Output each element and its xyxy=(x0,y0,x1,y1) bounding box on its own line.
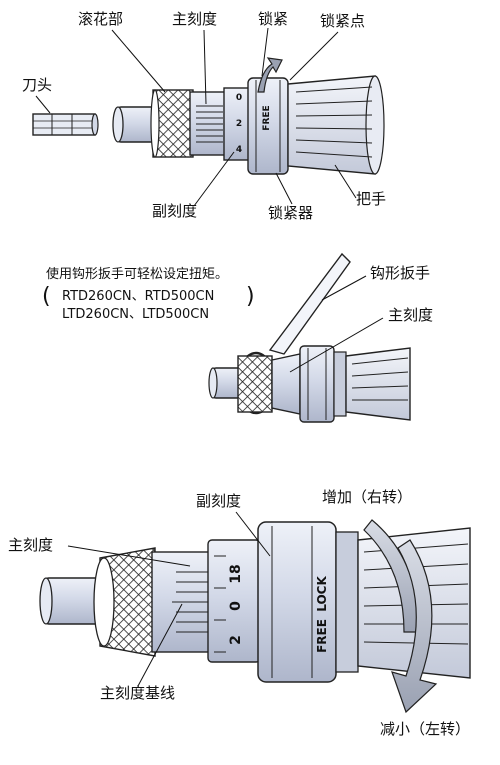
middle-figure xyxy=(208,252,411,423)
label-sub-scale-bottom: 副刻度 xyxy=(196,492,242,510)
label-sub-scale-top: 副刻度 xyxy=(152,202,198,220)
handle-grooves-top xyxy=(295,86,373,158)
handle-grooves-mid xyxy=(351,357,409,401)
label-handle: 把手 xyxy=(356,190,387,208)
increase-arrow xyxy=(363,519,419,633)
lock-arrow xyxy=(257,57,283,93)
label-bit-head: 刀头 xyxy=(22,76,53,94)
label-main-scale-mid: 主刻度 xyxy=(388,306,434,324)
sub-scale-top-num-0: 0 xyxy=(236,93,242,103)
note-line-1: 使用钩形扳手可轻松设定扭矩。 xyxy=(46,267,229,282)
label-main-scale-bottom: 主刻度 xyxy=(8,536,54,554)
label-knurl: 滚花部 xyxy=(78,10,124,28)
note-line-3: LTD260CN、LTD500CN xyxy=(62,307,210,322)
label-hook-wrench: 钩形扳手 xyxy=(370,264,431,282)
label-decrease: 减小（左转） xyxy=(380,720,471,738)
sub-scale-num-2: 2 xyxy=(228,635,244,645)
hook-wrench-drawing xyxy=(268,252,351,355)
main-scale-ticks-bottom xyxy=(172,571,212,633)
label-main-baseline: 主刻度基线 xyxy=(100,684,176,702)
top-figure: 0 2 4 FREE xyxy=(32,27,385,207)
label-increase: 增加（右转） xyxy=(322,488,413,506)
leaders-bottom xyxy=(67,511,271,687)
main-scale-ticks-top xyxy=(196,105,223,143)
free-engraving-top: FREE xyxy=(262,105,272,130)
note-paren-right: ) xyxy=(246,284,255,309)
bottom-figure: 18 0 2 LOCK FREE xyxy=(39,511,471,714)
decrease-arrow xyxy=(391,539,438,714)
label-lock-point: 锁紧点 xyxy=(320,12,366,30)
note-line-2: RTD260CN、RTD500CN xyxy=(62,289,215,304)
label-locker: 锁紧器 xyxy=(268,204,314,222)
bit-head-drawing xyxy=(32,113,99,136)
label-main-scale-top: 主刻度 xyxy=(172,10,218,28)
sub-scale-ticks-bottom xyxy=(214,555,226,653)
leaders-mid xyxy=(289,275,384,373)
sub-scale-num-18: 18 xyxy=(228,564,244,583)
free-engraving-bottom: FREE xyxy=(315,619,329,653)
lock-engraving: LOCK xyxy=(315,576,329,612)
note-paren-left: ( xyxy=(42,284,51,309)
sub-scale-top-num-2: 2 xyxy=(236,119,242,129)
sub-scale-num-0: 0 xyxy=(228,601,244,611)
label-lock: 锁紧 xyxy=(258,10,289,28)
sub-scale-top-num-4: 4 xyxy=(236,145,242,155)
leaders-top xyxy=(35,27,357,207)
